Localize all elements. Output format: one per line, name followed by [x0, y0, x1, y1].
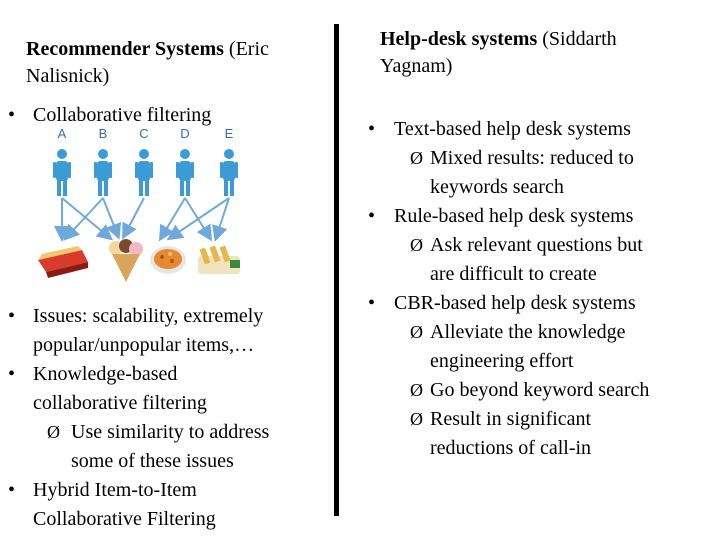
- person-icon: [176, 149, 194, 196]
- cbr-based-label: CBR-based help desk systems: [394, 292, 636, 314]
- left-heading-bold: Recommender Systems: [26, 38, 224, 60]
- hybrid-line1: Hybrid Item-to-Item: [33, 479, 197, 501]
- user-label-b: B: [99, 126, 108, 141]
- kb-line2: collaborative filtering: [33, 392, 207, 414]
- arrow-bullet-icon: Ø: [47, 422, 60, 442]
- issues-line2: popular/unpopular items,…: [33, 334, 255, 356]
- right-heading-line2: Yagnam): [380, 55, 453, 77]
- bullet-icon: •: [368, 205, 376, 227]
- arrow-bullet-icon: Ø: [410, 380, 423, 400]
- arrow-bullet-icon: Ø: [410, 409, 423, 429]
- kb-line1: Knowledge-based: [33, 363, 178, 385]
- left-heading-line2: Nalisnick): [26, 65, 110, 87]
- ice-cream-icon: [109, 239, 143, 282]
- cbr-sub2: Go beyond keyword search: [430, 379, 650, 401]
- arrow-bullet-icon: Ø: [410, 148, 423, 168]
- text-based-label: Text-based help desk systems: [394, 118, 631, 140]
- right-heading-bold: Help-desk systems: [380, 28, 538, 50]
- cbr-sub1-line1: Alleviate the knowledge: [430, 321, 626, 343]
- cbr-sub1-line2: engineering effort: [430, 350, 574, 372]
- text-sub-line2: keywords search: [430, 176, 564, 198]
- arrow-bullet-icon: Ø: [410, 235, 423, 255]
- right-heading: Help-desk systems (Siddarth Yagnam): [380, 26, 617, 80]
- user-label-d: D: [180, 126, 189, 141]
- issues-line1: Issues: scalability, extremely: [33, 305, 264, 327]
- bullet-icon: •: [368, 118, 376, 140]
- bullet-icon: •: [368, 292, 376, 314]
- rule-sub-line2: are difficult to create: [430, 263, 597, 285]
- person-icon: [135, 149, 153, 196]
- bullet-icon: •: [8, 104, 16, 126]
- user-label-e: E: [225, 126, 234, 141]
- bullet-icon: •: [8, 363, 16, 385]
- kb-sub-line1: Use similarity to address: [71, 421, 270, 443]
- hybrid-line2: Collaborative Filtering: [33, 508, 216, 530]
- preference-arrows: [54, 197, 230, 242]
- bullet-icon: •: [8, 479, 16, 501]
- cbr-sub3-line2: reductions of call-in: [430, 437, 592, 459]
- rule-sub-line1: Ask relevant questions but: [430, 234, 643, 256]
- casserole-icon: [150, 246, 186, 274]
- left-heading-rest: (Eric: [223, 38, 269, 60]
- person-icon: [220, 149, 238, 196]
- text-sub-line1: Mixed results: reduced to: [430, 147, 634, 169]
- fries-icon: [198, 245, 240, 274]
- collaborative-filtering-diagram: A B C D E: [38, 126, 240, 282]
- arrow-bullet-icon: Ø: [410, 322, 423, 342]
- kb-sub-line2: some of these issues: [71, 450, 234, 472]
- user-label-c: C: [139, 126, 148, 141]
- cbr-sub3-line1: Result in significant: [430, 408, 592, 430]
- left-heading: Recommender Systems (Eric Nalisnick): [26, 36, 269, 90]
- collab-filtering-label: Collaborative filtering: [33, 104, 212, 126]
- right-heading-rest: (Siddarth: [537, 28, 617, 50]
- person-icon: [53, 149, 71, 196]
- person-icon: [94, 149, 112, 196]
- column-divider: [334, 24, 339, 516]
- user-label-a: A: [58, 126, 67, 141]
- bullet-icon: •: [8, 305, 16, 327]
- rule-based-label: Rule-based help desk systems: [394, 205, 634, 227]
- pie-icon: [38, 246, 88, 278]
